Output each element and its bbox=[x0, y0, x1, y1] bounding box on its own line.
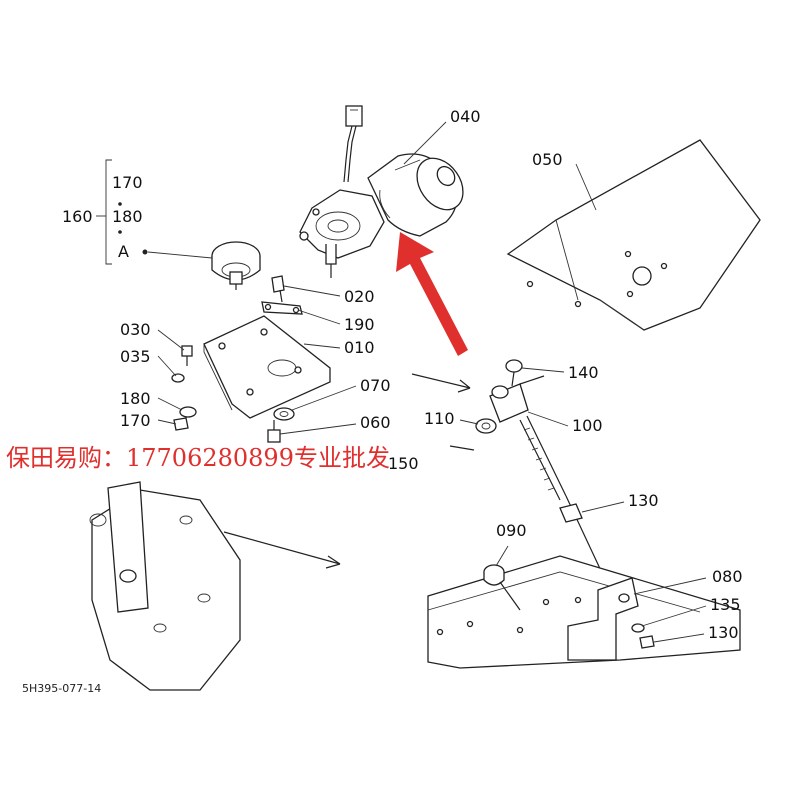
part-label-p040: 040 bbox=[450, 107, 481, 126]
bracket-010 bbox=[171, 241, 331, 443]
part-label-p180b: 180 bbox=[120, 389, 151, 408]
part-label-p160: 160 bbox=[62, 207, 93, 226]
leader-lines bbox=[96, 121, 707, 643]
wiper-motor-040 bbox=[299, 105, 464, 278]
frame bbox=[427, 555, 741, 669]
part-label-p130a: 130 bbox=[628, 491, 659, 510]
part-label-pA: A bbox=[118, 242, 129, 261]
part-label-p180a: 180 bbox=[112, 207, 143, 226]
part-label-p090: 090 bbox=[496, 521, 527, 540]
part-label-p110: 110 bbox=[424, 409, 455, 428]
diagram-code: 5H395-077-14 bbox=[22, 682, 101, 695]
watermark-text: 保田易购：17706280899专业批发 bbox=[6, 444, 390, 472]
red-arrow bbox=[396, 232, 468, 356]
part-label-p135: 135 bbox=[710, 595, 741, 614]
part-label-p140: 140 bbox=[568, 363, 599, 382]
part-label-p060: 060 bbox=[360, 413, 391, 432]
part-label-p080: 080 bbox=[712, 567, 743, 586]
part-label-p050: 050 bbox=[532, 150, 563, 169]
part-label-p030: 030 bbox=[120, 320, 151, 339]
part-label-p035: 035 bbox=[120, 347, 151, 366]
part-label-p190: 190 bbox=[344, 315, 375, 334]
part-label-p010: 010 bbox=[344, 338, 375, 357]
part-label-p100: 100 bbox=[572, 416, 603, 435]
part-label-p170a: 170 bbox=[112, 173, 143, 192]
rod-100 bbox=[449, 359, 611, 591]
housing-view-left bbox=[89, 481, 241, 691]
panel-050 bbox=[506, 139, 761, 331]
direction-arrows bbox=[223, 373, 471, 569]
part-label-p130b: 130 bbox=[708, 623, 739, 642]
part-label-p170b: 170 bbox=[120, 411, 151, 430]
part-label-p070: 070 bbox=[360, 376, 391, 395]
part-label-p020: 020 bbox=[344, 287, 375, 306]
part-label-p150: 150 bbox=[388, 454, 419, 473]
